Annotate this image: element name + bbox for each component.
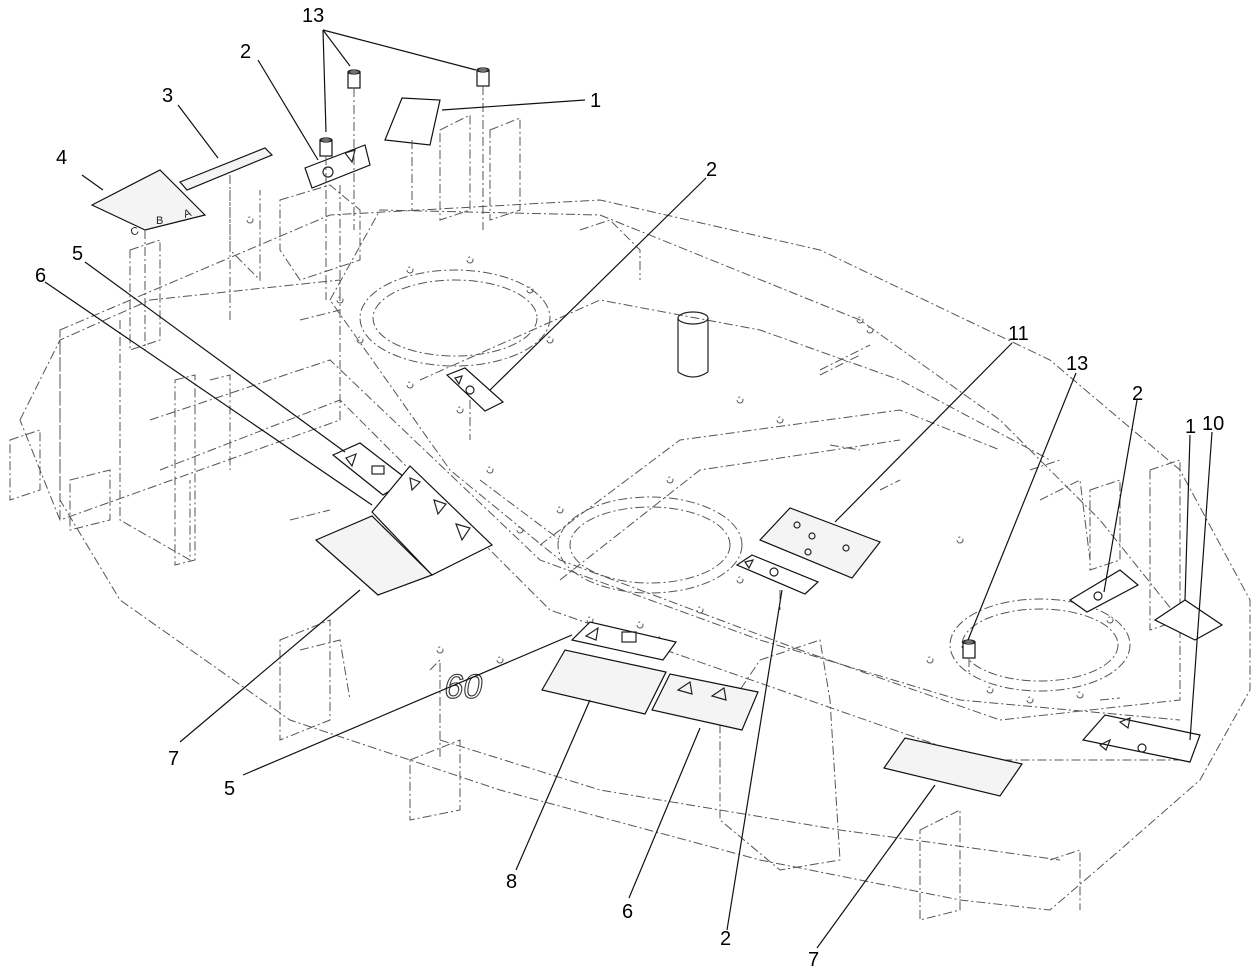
triangle-decal-left — [371, 465, 494, 576]
plug-3 — [476, 67, 490, 230]
callout-2-right: 2 — [1132, 383, 1143, 405]
callout-numbers: 13 2 3 4 1 2 5 6 11 13 2 1 10 7 5 8 6 2 … — [35, 5, 1224, 971]
callout-2-middle: 2 — [706, 159, 717, 181]
callout-4: 4 — [56, 147, 67, 169]
height-guide-decal: C B A — [90, 169, 207, 239]
warning-decal-center — [735, 554, 820, 595]
rear-decal-right — [1153, 599, 1224, 641]
callout-1-right: 1 — [1185, 416, 1196, 438]
guide-letter-c: C — [129, 225, 141, 239]
leader-lines — [44, 29, 1213, 949]
combined-warning-decal — [1081, 714, 1201, 763]
callout-13-right: 13 — [1066, 353, 1088, 375]
deck-size-decal: 60 — [441, 649, 667, 715]
plug-4 — [962, 639, 976, 675]
callout-3: 3 — [162, 85, 173, 107]
plug-2 — [347, 69, 361, 230]
blank-decal-left — [314, 515, 434, 596]
callout-6-center: 6 — [622, 901, 633, 923]
plug-1 — [319, 137, 333, 300]
callout-7-left: 7 — [168, 748, 179, 770]
callout-2-top: 2 — [240, 41, 251, 63]
callout-5-left: 5 — [72, 243, 83, 265]
callout-7-right: 7 — [808, 949, 819, 971]
safety-decal-center — [570, 621, 678, 661]
warning-decal-middle — [445, 367, 505, 412]
callout-2-bottom: 2 — [720, 928, 731, 950]
guide-letter-b: B — [156, 215, 163, 227]
callout-6-left: 6 — [35, 265, 46, 287]
guide-letter-a: A — [182, 207, 194, 221]
deck-outline — [9, 114, 1251, 921]
warning-decal-top — [304, 144, 371, 189]
triangle-decal-center — [651, 673, 759, 731]
callout-10: 10 — [1202, 413, 1224, 435]
callout-1-top: 1 — [590, 90, 601, 112]
strip-decal — [178, 147, 274, 191]
callout-11: 11 — [1008, 323, 1029, 345]
rear-decal-top — [384, 97, 441, 146]
callout-8: 8 — [506, 871, 517, 893]
decals: C B A — [90, 97, 1224, 797]
callout-13-top: 13 — [302, 5, 324, 27]
plate-decal — [758, 507, 881, 579]
callout-5-center: 5 — [224, 778, 235, 800]
plugs — [319, 67, 976, 675]
blank-decal-right — [883, 737, 1023, 797]
placement-lines — [144, 140, 781, 610]
